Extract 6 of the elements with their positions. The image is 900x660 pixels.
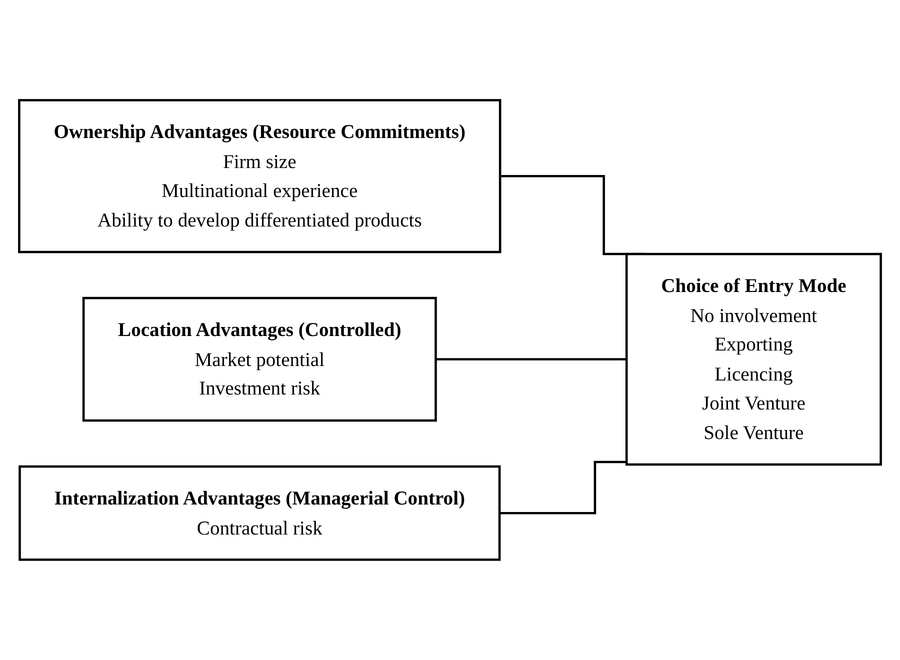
connector <box>500 460 627 514</box>
node-box: Internalization Advantages (Managerial Control) Contractual risk <box>18 465 501 561</box>
node-box: Location Advantages (Controlled) Market potential Investment risk <box>82 296 437 422</box>
node-box: Ownership Advantages (Resource Commitments) Firm size Multinational experience Ability to develop differentiated products <box>18 99 502 254</box>
connector <box>436 358 627 360</box>
node-box: Choice of Entry Mode No involvement Exporting Licencing Joint Venture Sole Venture <box>625 252 882 466</box>
